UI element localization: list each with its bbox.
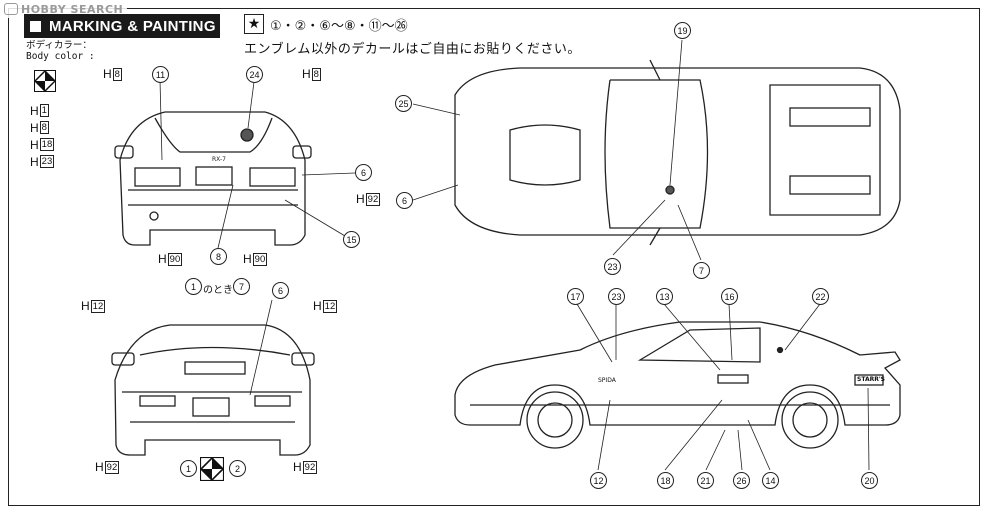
color-diamond-icon: [33, 69, 57, 93]
watermark-logo-icon: [4, 3, 18, 15]
callout-7: 7: [233, 278, 250, 295]
callout-18: 18: [657, 472, 674, 489]
callout-12: 12: [590, 472, 607, 489]
callout-26: 26: [733, 472, 750, 489]
callout-22: 22: [812, 288, 829, 305]
body-color-en: Body color :: [26, 51, 95, 62]
callout-17: 17: [567, 288, 584, 305]
callout-19: 19: [674, 22, 691, 39]
star-icon: ★: [244, 14, 264, 34]
body-color-ja: ボディカラー：: [26, 40, 92, 51]
front-top-note: のとき: [203, 285, 233, 296]
watermark-text: HOBBY SEARCH: [21, 2, 124, 16]
rx7-badge: RX-7: [212, 156, 226, 163]
callout-25: 25: [395, 95, 412, 112]
page-title: MARKING & PAINTING: [24, 14, 220, 38]
callout-15: 15: [343, 231, 360, 248]
decal-numbers: ①・②・⑥～⑧・⑪～㉖: [270, 18, 408, 34]
title-text: MARKING & PAINTING: [49, 17, 216, 35]
callout-23: 23: [604, 258, 621, 275]
callout-6: 6: [355, 164, 372, 181]
callout-1: 1: [185, 278, 202, 295]
callout-20: 20: [861, 472, 878, 489]
callout-8: 8: [210, 248, 227, 265]
callout-11: 11: [152, 66, 169, 83]
body-color-label: ボディカラー： Body color :: [26, 40, 95, 62]
callout-6: 6: [272, 282, 289, 299]
callout-7: 7: [693, 262, 710, 279]
callout-24: 24: [246, 66, 263, 83]
callout-1: 1: [180, 460, 197, 477]
callout-6: 6: [396, 192, 413, 209]
title-square-icon: [30, 20, 41, 32]
front-view-drawing: [111, 324, 315, 456]
side-view-drawing: [454, 321, 901, 449]
callout-23: 23: [608, 288, 625, 305]
rear-view-drawing: [114, 111, 312, 246]
top-view-drawing: [454, 59, 901, 246]
spida-decal: SPIDA: [598, 377, 616, 384]
color-diamond-icon: [200, 457, 224, 481]
callout-16: 16: [721, 288, 738, 305]
callout-13: 13: [656, 288, 673, 305]
callout-21: 21: [697, 472, 714, 489]
decal-note-text: エンブレム以外のデカールはご自由にお貼りください。: [244, 42, 581, 57]
sheet-frame: [8, 8, 980, 506]
starrs-decal: STARR'S: [857, 376, 885, 383]
decal-note-numbers: ★ ①・②・⑥～⑧・⑪～㉖: [244, 14, 408, 34]
callout-2: 2: [229, 460, 246, 477]
callout-14: 14: [762, 472, 779, 489]
watermark: HOBBY SEARCH: [0, 0, 128, 18]
